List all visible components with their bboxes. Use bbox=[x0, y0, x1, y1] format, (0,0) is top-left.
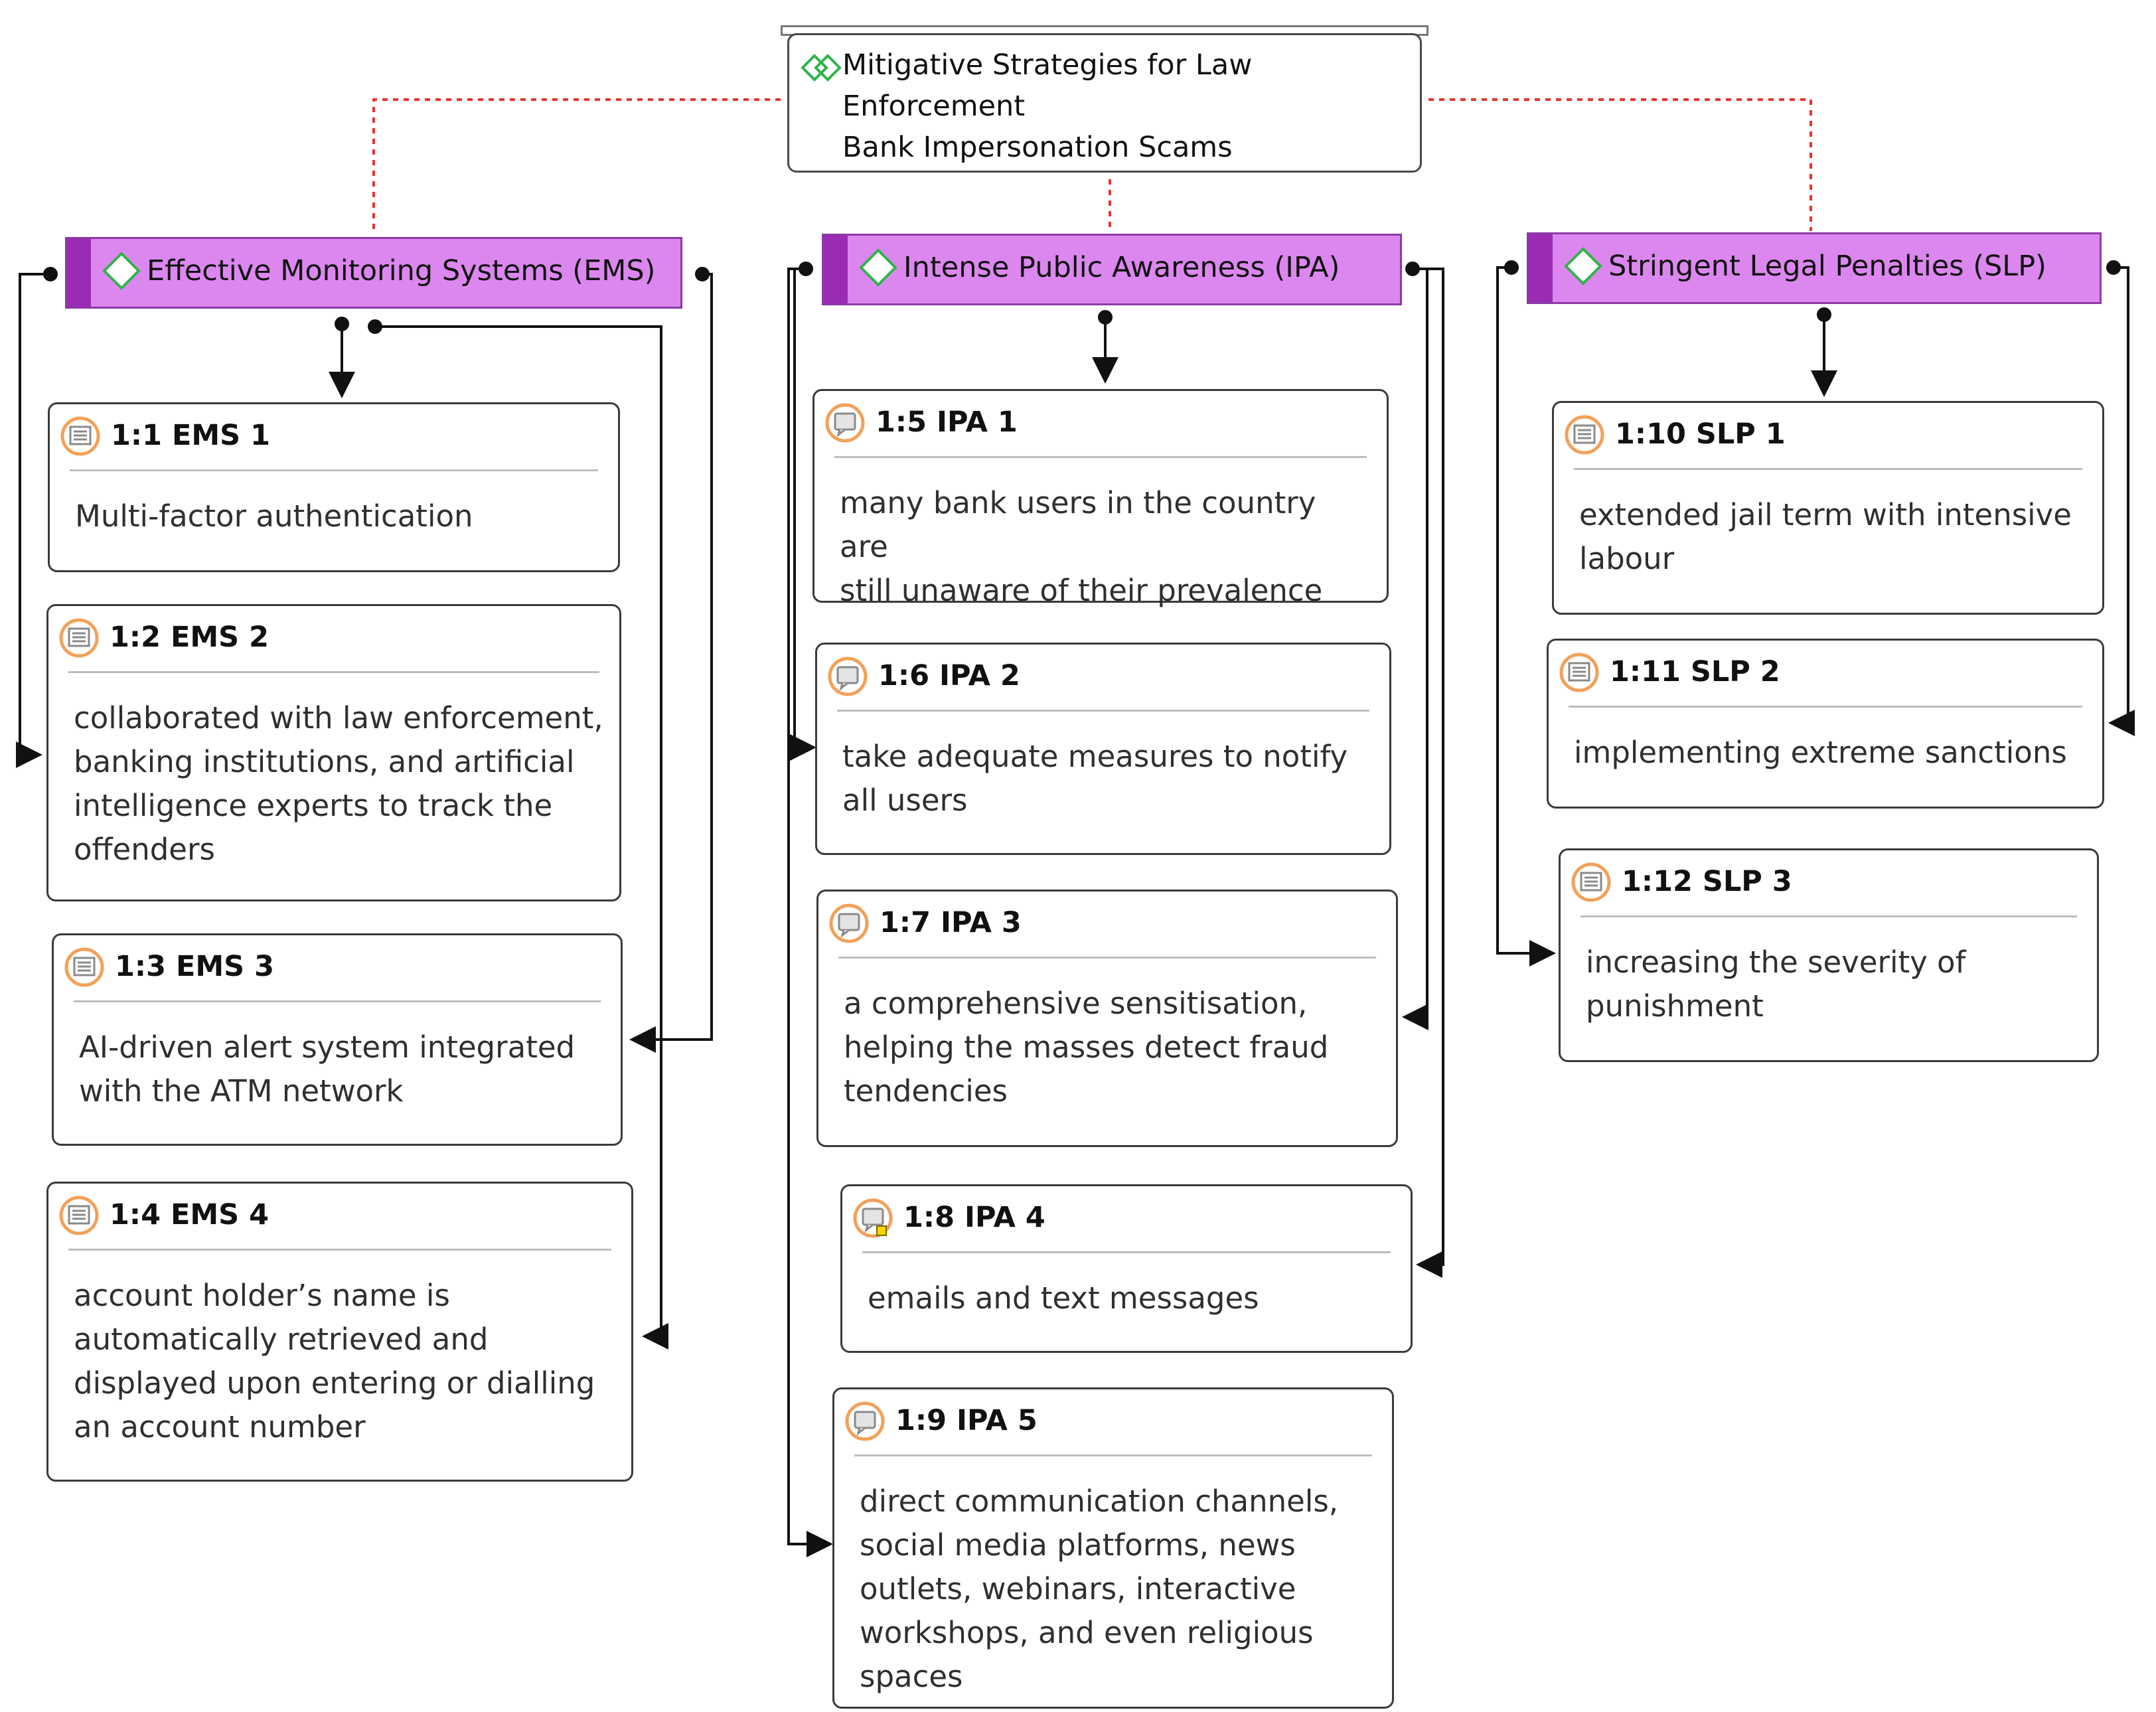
memo-text: account holder’s name is automatically r… bbox=[74, 1278, 595, 1444]
memo-text: increasing the severity of punishment bbox=[1586, 945, 1966, 1024]
memo-text: many bank users in the country are still… bbox=[840, 485, 1323, 608]
category-label: Intense Public Awareness (IPA) bbox=[903, 251, 1340, 284]
memo-title: 1:2 EMS 2 bbox=[110, 621, 270, 654]
memo-icon bbox=[59, 618, 99, 658]
divider bbox=[838, 957, 1376, 959]
memo-icon bbox=[64, 947, 104, 987]
memo-box-ipa-1[interactable]: 1:5 IPA 1 many bank users in the country… bbox=[812, 389, 1389, 608]
divider bbox=[834, 456, 1367, 458]
divider bbox=[1580, 915, 2077, 917]
memo-icon bbox=[1559, 653, 1599, 692]
memo-title: 1:12 SLP 3 bbox=[1622, 865, 1792, 898]
diamond-icon bbox=[102, 252, 141, 290]
memo-icon bbox=[825, 403, 865, 443]
memo-icon bbox=[59, 1196, 99, 1235]
divider bbox=[1574, 468, 2082, 470]
memo-box-slp-1[interactable]: 1:10 SLP 1 extended jail term with inten… bbox=[1552, 401, 2104, 615]
divider bbox=[68, 1249, 611, 1251]
divider bbox=[68, 671, 599, 673]
memo-icon bbox=[828, 657, 868, 696]
link-root-slp bbox=[1428, 98, 1812, 231]
divider bbox=[837, 710, 1369, 712]
link-root-ems bbox=[372, 98, 781, 234]
memo-box-slp-2[interactable]: 1:11 SLP 2 implementing extreme sanction… bbox=[1547, 639, 2104, 809]
category-ipa[interactable]: Intense Public Awareness (IPA) bbox=[822, 234, 1402, 305]
memo-icon bbox=[1565, 415, 1604, 455]
memo-title: 1:1 EMS 1 bbox=[111, 419, 271, 452]
memo-box-ipa-2[interactable]: 1:6 IPA 2 take adequate measures to noti… bbox=[815, 643, 1391, 855]
diamond-icon bbox=[1564, 247, 1602, 285]
category-slp[interactable]: Stringent Legal Penalties (SLP) bbox=[1527, 232, 2102, 304]
memo-icon bbox=[829, 903, 869, 943]
double-diamond-icon bbox=[801, 54, 842, 82]
memo-box-ems-3[interactable]: 1:3 EMS 3 AI-driven alert system integra… bbox=[52, 933, 623, 1146]
diamond-icon bbox=[859, 248, 897, 287]
memo-text: extended jail term with intensive labour bbox=[1579, 497, 2072, 576]
category-label: Effective Monitoring Systems (EMS) bbox=[147, 254, 656, 287]
memo-box-ipa-5[interactable]: 1:9 IPA 5 direct communication channels,… bbox=[832, 1387, 1394, 1709]
memo-box-ipa-4[interactable]: 1:8 IPA 4 emails and text messages bbox=[840, 1184, 1413, 1353]
category-label: Stringent Legal Penalties (SLP) bbox=[1608, 250, 2046, 283]
memo-title: 1:6 IPA 2 bbox=[878, 659, 1020, 692]
divider bbox=[74, 1000, 601, 1002]
memo-box-ems-1[interactable]: 1:1 EMS 1 Multi-factor authentication bbox=[48, 402, 620, 572]
memo-title: 1:8 IPA 4 bbox=[903, 1201, 1045, 1234]
memo-box-ems-2[interactable]: 1:2 EMS 2 collaborated with law enforcem… bbox=[46, 604, 621, 901]
memo-title: 1:9 IPA 5 bbox=[895, 1404, 1038, 1437]
memo-icon bbox=[60, 416, 100, 456]
memo-box-slp-3[interactable]: 1:12 SLP 3 increasing the severity of pu… bbox=[1559, 848, 2099, 1062]
memo-title: 1:7 IPA 3 bbox=[880, 906, 1022, 939]
memo-box-ems-4[interactable]: 1:4 EMS 4 account holder’s name is autom… bbox=[46, 1182, 633, 1482]
memo-icon bbox=[853, 1198, 893, 1238]
category-stripe bbox=[1529, 234, 1553, 302]
memo-text: Multi-factor authentication bbox=[75, 499, 473, 534]
memo-text: a comprehensive sensitisation, helping t… bbox=[844, 986, 1329, 1109]
memo-title: 1:4 EMS 4 bbox=[110, 1198, 270, 1231]
memo-text: implementing extreme sanctions bbox=[1574, 735, 2067, 770]
memo-text: AI-driven alert system integrated with t… bbox=[79, 1030, 576, 1109]
memo-title: 1:3 EMS 3 bbox=[115, 950, 275, 983]
memo-text: collaborated with law enforcement, banki… bbox=[74, 700, 603, 867]
memo-title: 1:5 IPA 1 bbox=[876, 406, 1018, 439]
divider bbox=[70, 469, 598, 471]
memo-title: 1:10 SLP 1 bbox=[1615, 418, 1786, 451]
memo-text: take adequate measures to notify all use… bbox=[842, 739, 1348, 818]
memo-text: direct communication channels, social me… bbox=[860, 1484, 1339, 1694]
category-ems[interactable]: Effective Monitoring Systems (EMS) bbox=[65, 237, 682, 309]
root-node[interactable]: Mitigative Strategies for Law Enforcemen… bbox=[787, 33, 1422, 173]
memo-icon bbox=[845, 1401, 885, 1441]
divider bbox=[862, 1251, 1391, 1253]
category-stripe bbox=[824, 236, 848, 303]
divider bbox=[1569, 706, 2082, 708]
root-title: Mitigative Strategies for Law Enforcemen… bbox=[842, 48, 1253, 164]
memo-box-ipa-3[interactable]: 1:7 IPA 3 a comprehensive sensitisation,… bbox=[816, 890, 1398, 1147]
memo-text: emails and text messages bbox=[868, 1281, 1259, 1316]
category-stripe bbox=[67, 239, 91, 307]
divider bbox=[854, 1454, 1372, 1456]
memo-icon bbox=[1571, 862, 1611, 902]
memo-title: 1:11 SLP 2 bbox=[1610, 655, 1780, 688]
